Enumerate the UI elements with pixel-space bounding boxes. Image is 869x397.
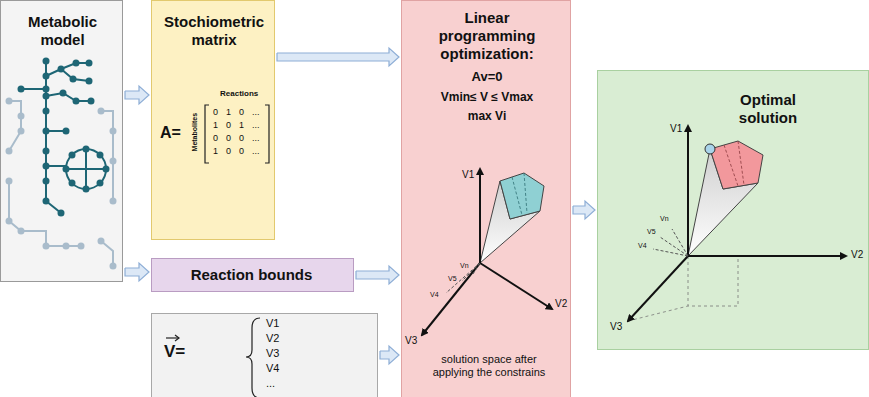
vector-brace	[152, 314, 379, 397]
box-label: 1	[213, 120, 218, 131]
block-arrow	[573, 201, 595, 219]
box-label: ...	[252, 146, 260, 157]
block-arrow	[125, 86, 149, 104]
box-label: ...	[266, 377, 275, 390]
box-label: 0	[213, 133, 218, 144]
box-label: V4	[266, 362, 279, 375]
box-label: Reactions	[220, 89, 258, 99]
optimization-box: Linear programming optimization: Av=0Vmin…	[401, 0, 571, 397]
box-label: A=	[160, 123, 181, 142]
box-label: 1	[226, 107, 231, 118]
model-box: Metabolic model	[0, 0, 123, 282]
box-label: 0	[239, 107, 244, 118]
box-label: V1	[266, 317, 279, 330]
box-label: V1	[462, 169, 474, 181]
block-arrow	[125, 263, 149, 281]
box-label: solution space after applying the constr…	[424, 353, 554, 379]
box-label: ...	[252, 133, 260, 144]
box-label: 0	[239, 146, 244, 157]
box-heading: Optimal solution	[713, 91, 823, 127]
box-label: V5	[647, 228, 656, 236]
optimal-solution-illustration	[598, 71, 869, 351]
block-arrow	[277, 48, 399, 66]
box-heading: Linear programming optimization:	[427, 9, 547, 63]
box-label: ...	[252, 107, 260, 118]
box-label: ...	[252, 120, 260, 131]
box-label: 0	[226, 146, 231, 157]
box-heading: Metabolic model	[6, 13, 119, 49]
matrix-box: Stochiometric matrixA= ReactionsMetabolit…	[151, 0, 275, 240]
bounds-box: Reaction bounds	[151, 258, 354, 292]
box-label: V4	[638, 242, 647, 250]
box-label: V1	[670, 123, 682, 135]
box-label: Vmin≤ V ≤ Vmax	[406, 90, 568, 104]
box-label: 0	[239, 133, 244, 144]
box-label: 0	[226, 133, 231, 144]
box-heading: V=	[164, 342, 185, 362]
box-label: max Vi	[406, 109, 568, 123]
box-label: V2	[851, 249, 863, 261]
vector-box: V= V1V2V3V4...	[151, 313, 378, 397]
box-label: V2	[266, 332, 279, 345]
box-label: V5	[448, 275, 457, 283]
block-arrow	[356, 266, 399, 284]
box-label: V2	[555, 298, 567, 310]
box-label: 0	[213, 107, 218, 118]
box-label: Av=0	[406, 69, 568, 85]
box-label: 1	[213, 146, 218, 157]
box-label: V3	[405, 335, 417, 347]
box-label: V4	[430, 291, 439, 299]
box-label: Vn	[660, 215, 669, 223]
box-heading: Stochiometric matrix	[156, 13, 272, 49]
box-label: 1	[239, 120, 244, 131]
block-arrow	[380, 346, 399, 364]
box-label: 0	[226, 120, 231, 131]
solution-box: Optimal solutionV1V2V3 V4V5 Vn	[597, 70, 869, 350]
box-label: Vn	[460, 262, 469, 270]
box-label: V3	[610, 321, 622, 333]
box-label: V3	[266, 347, 279, 360]
box-heading: Reaction bounds	[152, 266, 351, 284]
box-label: Metabolites	[191, 113, 199, 152]
